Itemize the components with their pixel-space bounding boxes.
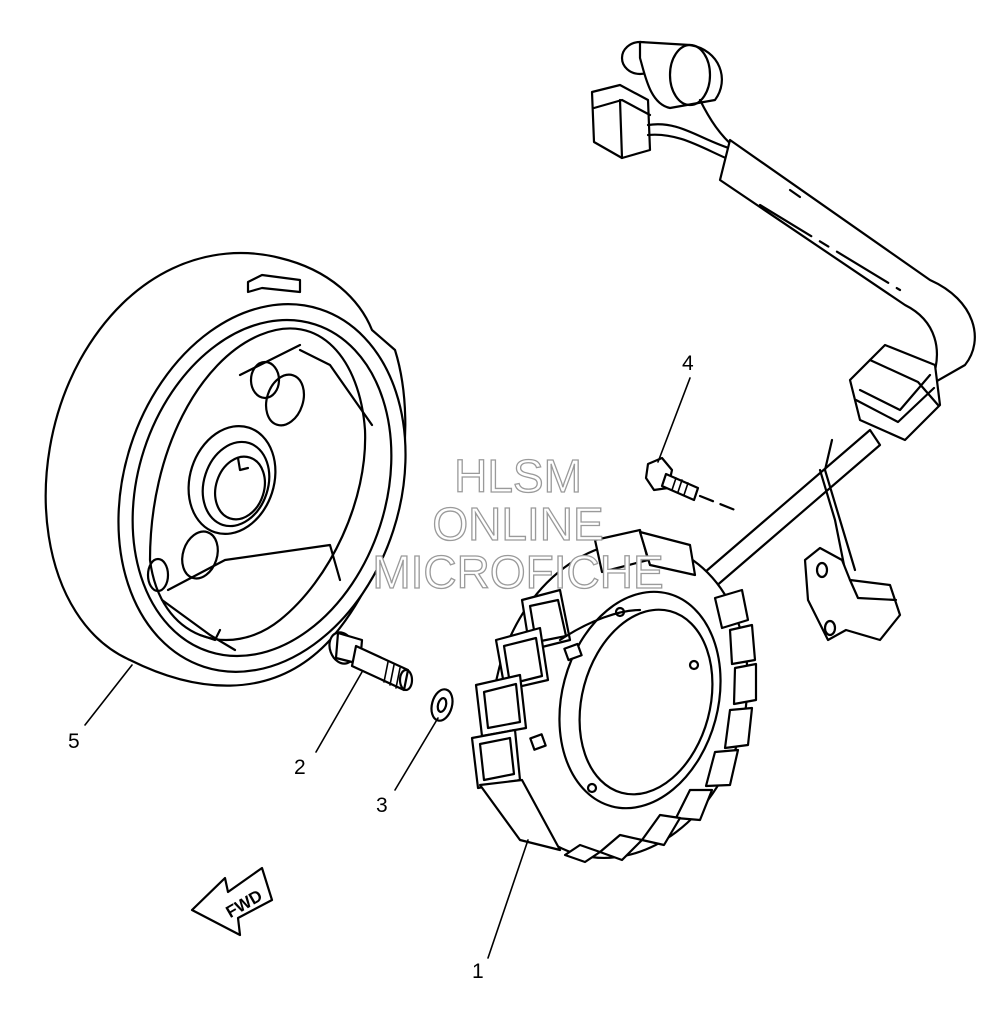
watermark-line-1: HLSM <box>454 450 582 502</box>
callout-number-3: 3 <box>376 794 388 817</box>
callout-2: 2 <box>294 671 363 779</box>
stator <box>470 528 758 864</box>
callout-number-5: 5 <box>68 730 80 753</box>
callout-4: 4 <box>657 352 694 463</box>
wire-harness <box>590 40 976 642</box>
bolt <box>328 631 414 692</box>
rotor-flywheel <box>44 251 407 687</box>
washer <box>430 688 454 722</box>
watermark: HLSM ONLINE MICROFICHE <box>372 449 665 598</box>
watermark-line-2: ONLINE <box>432 498 603 550</box>
watermark-line-3: MICROFICHE <box>372 546 663 598</box>
fwd-arrow-icon: FWD <box>190 866 274 937</box>
callout-5: 5 <box>68 664 133 753</box>
screw <box>644 456 742 514</box>
callout-number-4: 4 <box>682 352 694 375</box>
callout-1: 1 <box>472 839 529 983</box>
callout-number-1: 1 <box>472 960 484 983</box>
callout-number-2: 2 <box>294 756 306 779</box>
callout-3: 3 <box>376 717 439 817</box>
